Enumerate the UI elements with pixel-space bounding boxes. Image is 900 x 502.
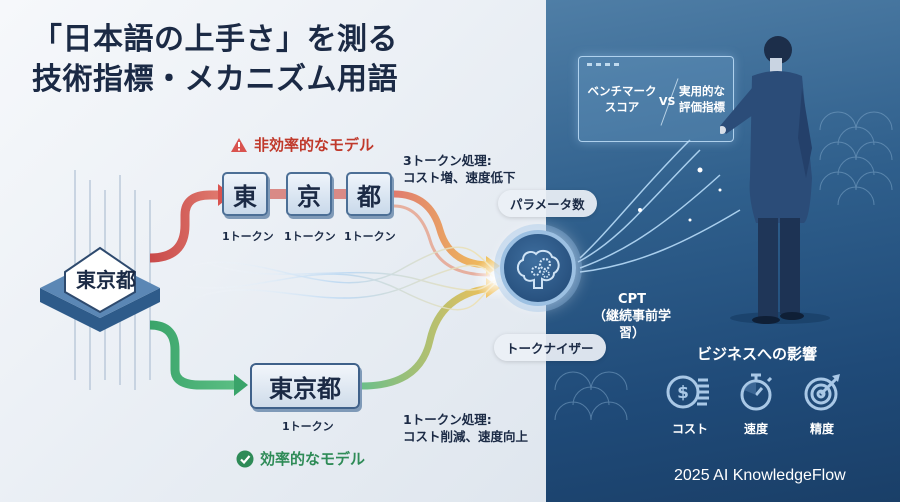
impact-item-accuracy: 精度 bbox=[792, 372, 852, 437]
impact-item-cost: $ コスト bbox=[660, 372, 720, 437]
source-chip-graphic bbox=[40, 246, 160, 332]
practical-metric-label: 実用的な 評価指標 bbox=[679, 84, 725, 114]
tokenizer-label: トークナイザー bbox=[494, 334, 606, 361]
token-box: 京 bbox=[286, 172, 332, 216]
warning-triangle-icon bbox=[231, 137, 247, 152]
parameter-count-label: パラメータ数 bbox=[498, 190, 597, 217]
impact-item-speed: 速度 bbox=[726, 372, 786, 437]
token-label: 1トークン bbox=[344, 230, 396, 243]
token-box: 都 bbox=[346, 172, 392, 216]
footer-credit: 2025 AI KnowledgeFlow bbox=[674, 467, 846, 484]
efficient-note: 1トークン処理: コスト削減、速度向上 bbox=[403, 412, 529, 444]
token-box: 東 bbox=[222, 172, 268, 216]
coins-dollar-icon: $ bbox=[666, 375, 709, 409]
brain-gears-icon bbox=[516, 249, 560, 289]
right-dark-panel bbox=[546, 0, 900, 502]
stopwatch-icon bbox=[740, 373, 773, 411]
token-box-combined: 東京都 bbox=[250, 363, 360, 409]
target-arrow-icon bbox=[804, 374, 840, 411]
businessman-illustration bbox=[720, 36, 830, 324]
holographic-comparison-panel: ベンチマーク スコア VS 実用的な 評価指標 bbox=[578, 56, 734, 142]
efficient-heading: 効率的なモデル bbox=[236, 448, 365, 469]
source-node-label: 東京都 bbox=[76, 268, 136, 292]
impact-heading: ビジネスへの影響 bbox=[697, 345, 818, 363]
panel-dots bbox=[587, 63, 619, 66]
token-label: 1トークン bbox=[284, 230, 336, 243]
cpt-label: CPT （継続事前学習） bbox=[592, 292, 671, 341]
vs-label: VS bbox=[659, 95, 676, 108]
token-label: 1トークン bbox=[222, 230, 274, 243]
model-node bbox=[500, 230, 576, 306]
page-title: 「日本語の上手さ」を測る 技術指標・メカニズム用語 bbox=[32, 22, 398, 97]
token-label: 1トークン bbox=[282, 420, 334, 433]
inefficient-note: 3トークン処理: コスト増、速度低下 bbox=[403, 153, 516, 185]
svg-text:$: $ bbox=[677, 383, 689, 403]
inefficient-heading: 非効率的なモデル bbox=[230, 134, 374, 155]
check-circle-icon bbox=[236, 450, 254, 467]
benchmark-score-label: ベンチマーク スコア bbox=[587, 84, 657, 114]
